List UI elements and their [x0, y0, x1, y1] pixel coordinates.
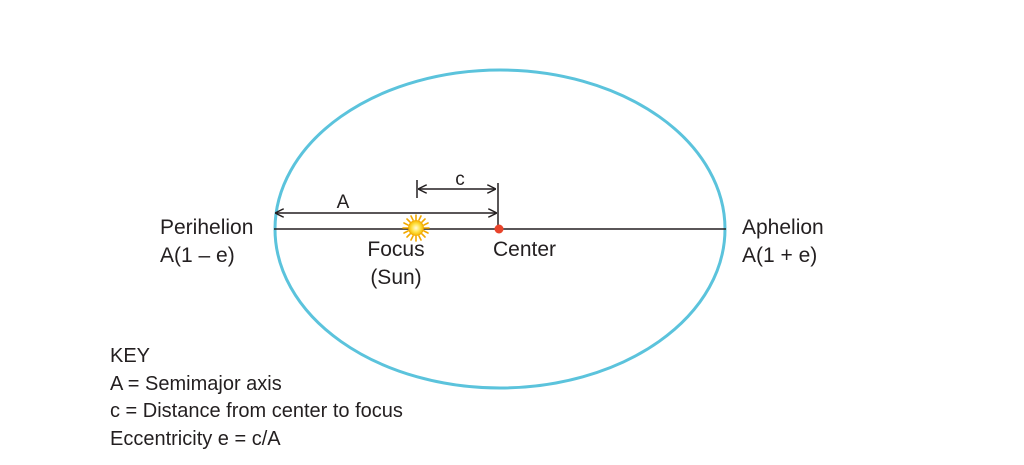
distance-symbol: c: [455, 169, 465, 190]
aphelion-formula: A(1 + e): [742, 244, 818, 267]
focus-sublabel: (Sun): [370, 266, 422, 289]
perihelion-formula: A(1 – e): [160, 244, 235, 267]
aphelion-title: Aphelion: [742, 216, 824, 239]
semimajor-symbol: A: [337, 192, 350, 213]
sun-icon: [402, 214, 430, 242]
key-line-distance: c = Distance from center to focus: [110, 400, 403, 422]
perihelion-title: Perihelion: [160, 216, 254, 239]
focus-label: Focus: [367, 238, 425, 261]
key-line-semimajor: A = Semimajor axis: [110, 372, 282, 395]
center-dot: [494, 224, 504, 234]
center-label: Center: [493, 238, 557, 261]
key-legend: KEY A = Semimajor axis c = Distance from…: [110, 343, 403, 453]
key-title: KEY: [110, 345, 151, 367]
key-line-eccentricity: Eccentricity e = c/A: [110, 427, 281, 450]
